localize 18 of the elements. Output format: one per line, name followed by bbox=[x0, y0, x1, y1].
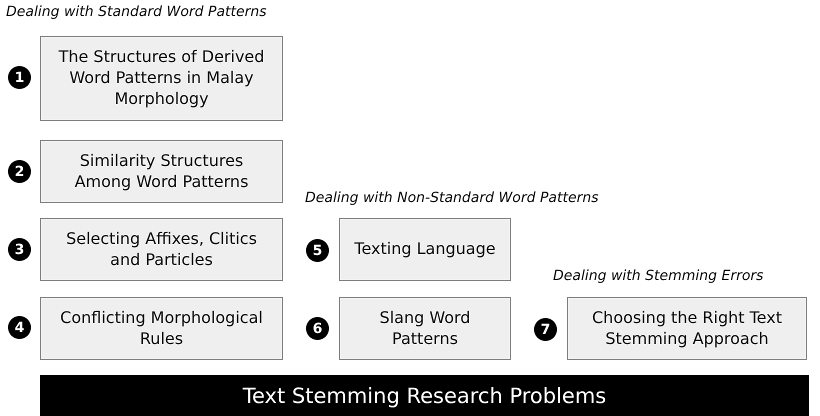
topic-box: The Structures of Derived Word Patterns in Malay Morphology bbox=[40, 36, 283, 121]
number-badge: 7 bbox=[534, 318, 557, 341]
number-badge: 1 bbox=[8, 66, 31, 89]
topic-box: Slang Word Patterns bbox=[339, 297, 511, 360]
topic-box: Texting Language bbox=[339, 218, 511, 281]
number-badge: 6 bbox=[306, 317, 329, 340]
number-badge: 4 bbox=[8, 316, 31, 339]
group-heading: Dealing with Stemming Errors bbox=[553, 268, 764, 284]
topic-box: Selecting Affixes, Clitics and Particles bbox=[40, 218, 283, 281]
title-bar: Text Stemming Research Problems bbox=[40, 375, 809, 416]
group-heading: Dealing with Standard Word Patterns bbox=[6, 4, 267, 20]
topic-box: Similarity Structures Among Word Patterns bbox=[40, 140, 283, 203]
topic-box: Conflicting Morphological Rules bbox=[40, 297, 283, 360]
number-badge: 2 bbox=[8, 160, 31, 183]
topic-box: Choosing the Right Text Stemming Approach bbox=[567, 297, 807, 360]
group-heading: Dealing with Non-Standard Word Patterns bbox=[305, 190, 599, 206]
number-badge: 3 bbox=[8, 238, 31, 261]
number-badge: 5 bbox=[306, 239, 329, 262]
